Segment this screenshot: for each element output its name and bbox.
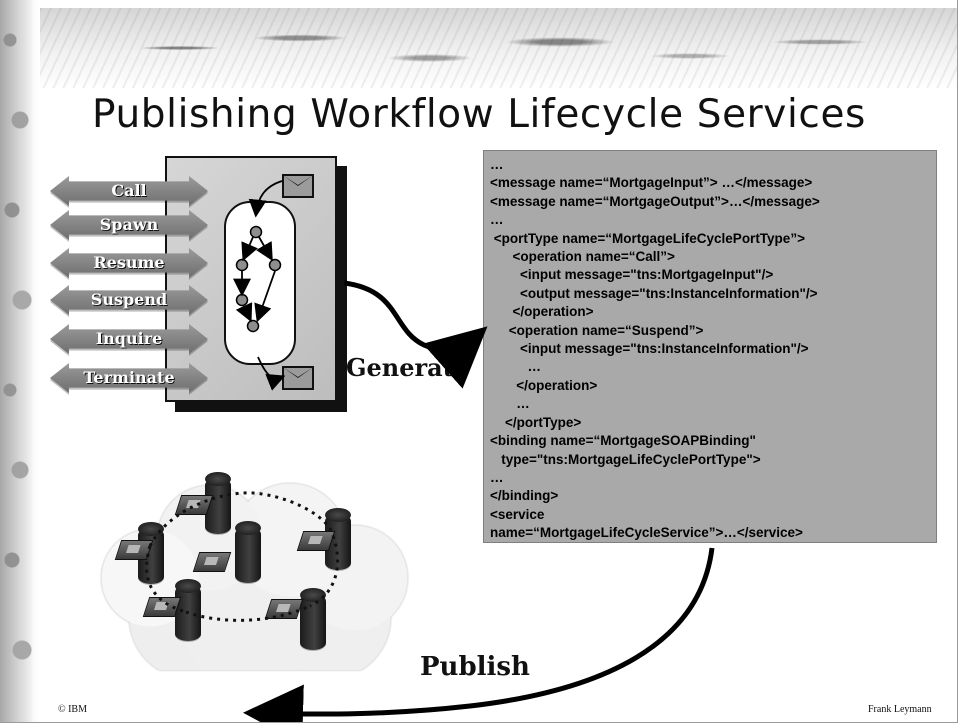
code-line: type="tns:MortgageLifeCyclePortType"> [490, 451, 761, 467]
wsdl-code: … <message name=“MortgageInput”> …</mess… [490, 156, 940, 543]
top-banner-texture [40, 8, 957, 88]
envelope-icon [282, 174, 314, 198]
lifecycle-operation-label: Inquire [95, 329, 163, 348]
slide-title: Publishing Workflow Lifecycle Services [92, 92, 866, 137]
code-line: … [490, 359, 542, 375]
code-line: <operation name=“Call”> [490, 249, 675, 265]
lifecycle-operation-label: Resume [93, 253, 165, 272]
network-links [145, 491, 339, 622]
lifecycle-operation-resume: Resume [50, 248, 208, 278]
footer-copyright: © IBM [58, 704, 87, 715]
code-line: <message name=“MortgageInput”> …</messag… [490, 175, 813, 191]
lifecycle-operation-label: Spawn [99, 215, 159, 234]
code-line: <output message="tns:InstanceInformation… [490, 285, 818, 301]
code-line: </operation> [490, 377, 598, 393]
code-line: <input message="tns:MortgageInput"/> [490, 267, 774, 283]
envelope-icon [282, 366, 314, 390]
left-texture-strip [0, 0, 34, 722]
code-line: <input message="tns:InstanceInformation"… [490, 341, 809, 357]
workflow-graph [233, 180, 286, 391]
code-line: name=“MortgageLifeCycleService”>…</servi… [490, 525, 803, 541]
footer-author: Frank Leymann [868, 704, 932, 715]
publish-arrow [243, 547, 715, 722]
cylinder-icon [235, 521, 261, 583]
code-line: <message name=“MortgageOutput”>…</messag… [490, 193, 820, 209]
code-line: </operation> [490, 304, 594, 320]
wsdl-code-box [483, 150, 937, 543]
lifecycle-operation-spawn: Spawn [50, 210, 208, 240]
code-line: … [490, 396, 530, 412]
code-line: <service [490, 506, 545, 522]
lifecycle-operation-suspend: Suspend [50, 285, 208, 315]
code-line: … [490, 212, 504, 228]
code-line: <operation name=“Suspend”> [490, 322, 704, 338]
publish-label: Publish [420, 652, 530, 682]
lifecycle-operation-call: Call [50, 176, 208, 206]
code-line: … [490, 157, 504, 172]
code-line: </binding> [490, 488, 559, 504]
lifecycle-operation-terminate: Terminate [50, 363, 208, 393]
lifecycle-operation-label: Call [111, 181, 147, 200]
lifecycle-operation-label: Suspend [90, 290, 168, 309]
code-line: <portType name=“MortgageLifeCyclePortTyp… [490, 230, 805, 246]
code-line: <binding name=“MortgageSOAPBinding" [490, 433, 756, 449]
lifecycle-operation-label: Terminate [83, 368, 175, 387]
code-line: … [490, 469, 504, 485]
code-line: </portType> [490, 414, 582, 430]
generate-arrow [343, 280, 488, 389]
lifecycle-operation-inquire: Inquire [50, 324, 208, 354]
cylinder-icon [300, 588, 326, 650]
